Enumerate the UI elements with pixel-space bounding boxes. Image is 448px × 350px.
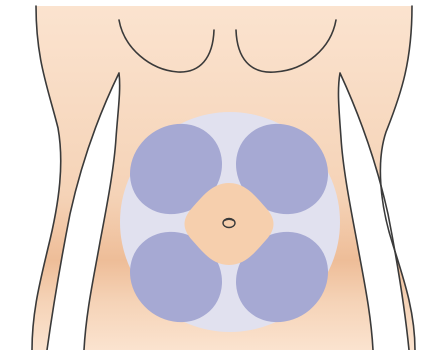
abdomen-illustration — [0, 0, 448, 350]
abdomen-diagram — [0, 0, 448, 350]
